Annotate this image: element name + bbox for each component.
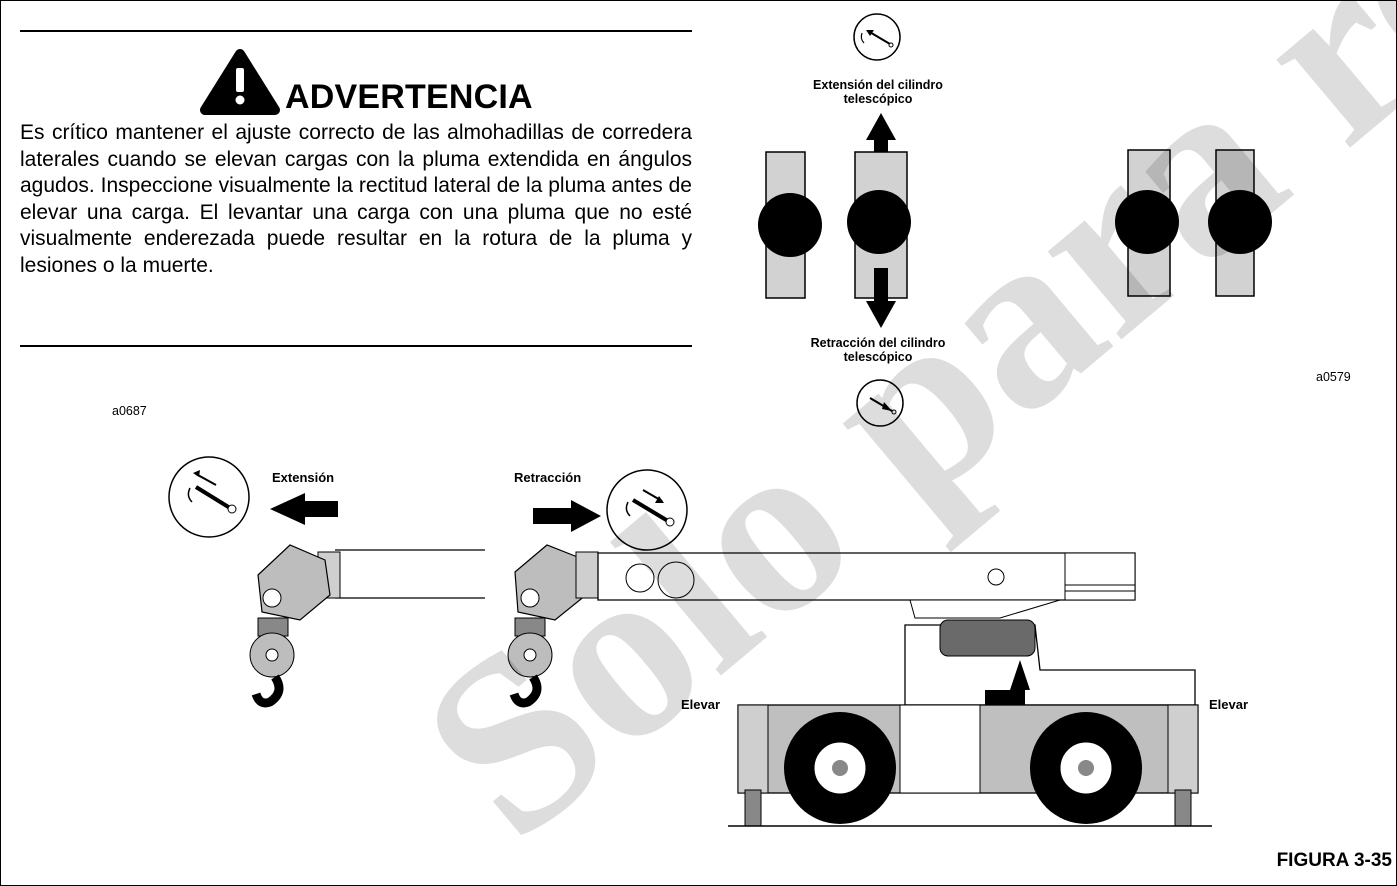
arrow-left-icon — [270, 493, 338, 525]
label-extension: Extensión — [272, 470, 335, 485]
boom-head-left — [249, 544, 485, 708]
warning-bottom-rule — [20, 345, 692, 347]
figure-code-a0579: a0579 — [1316, 370, 1351, 384]
warning-top-rule — [20, 30, 692, 32]
figure-code-a0687: a0687 — [112, 404, 147, 418]
telescope-extend-icon — [853, 13, 901, 61]
crane-chassis — [728, 704, 1212, 827]
crane-cab — [904, 619, 1196, 706]
warning-title: ADVERTENCIA — [285, 78, 533, 116]
label-retraction: Retracción — [514, 470, 582, 485]
telescope-retract-icon-large — [606, 469, 688, 551]
telescope-extend-icon-large — [168, 456, 250, 538]
label-cylinder-retraction: Retracción del cilindro telescópico — [810, 336, 946, 364]
arrow-down-icon — [866, 268, 896, 328]
label-raise-left: Elevar — [681, 697, 721, 712]
warning-body: Es crítico mantener el ajuste correcto d… — [20, 121, 692, 277]
label-cylinder-extension: Extensión del cilindro telescópico — [813, 78, 943, 106]
label-raise-right: Elevar — [1209, 697, 1249, 712]
arrow-right-icon — [533, 500, 601, 532]
crane-boom — [597, 552, 1136, 619]
figure-label: FIGURA 3-35 — [1276, 850, 1392, 871]
boom-head-right — [507, 544, 599, 708]
telescope-retract-icon — [856, 379, 904, 427]
